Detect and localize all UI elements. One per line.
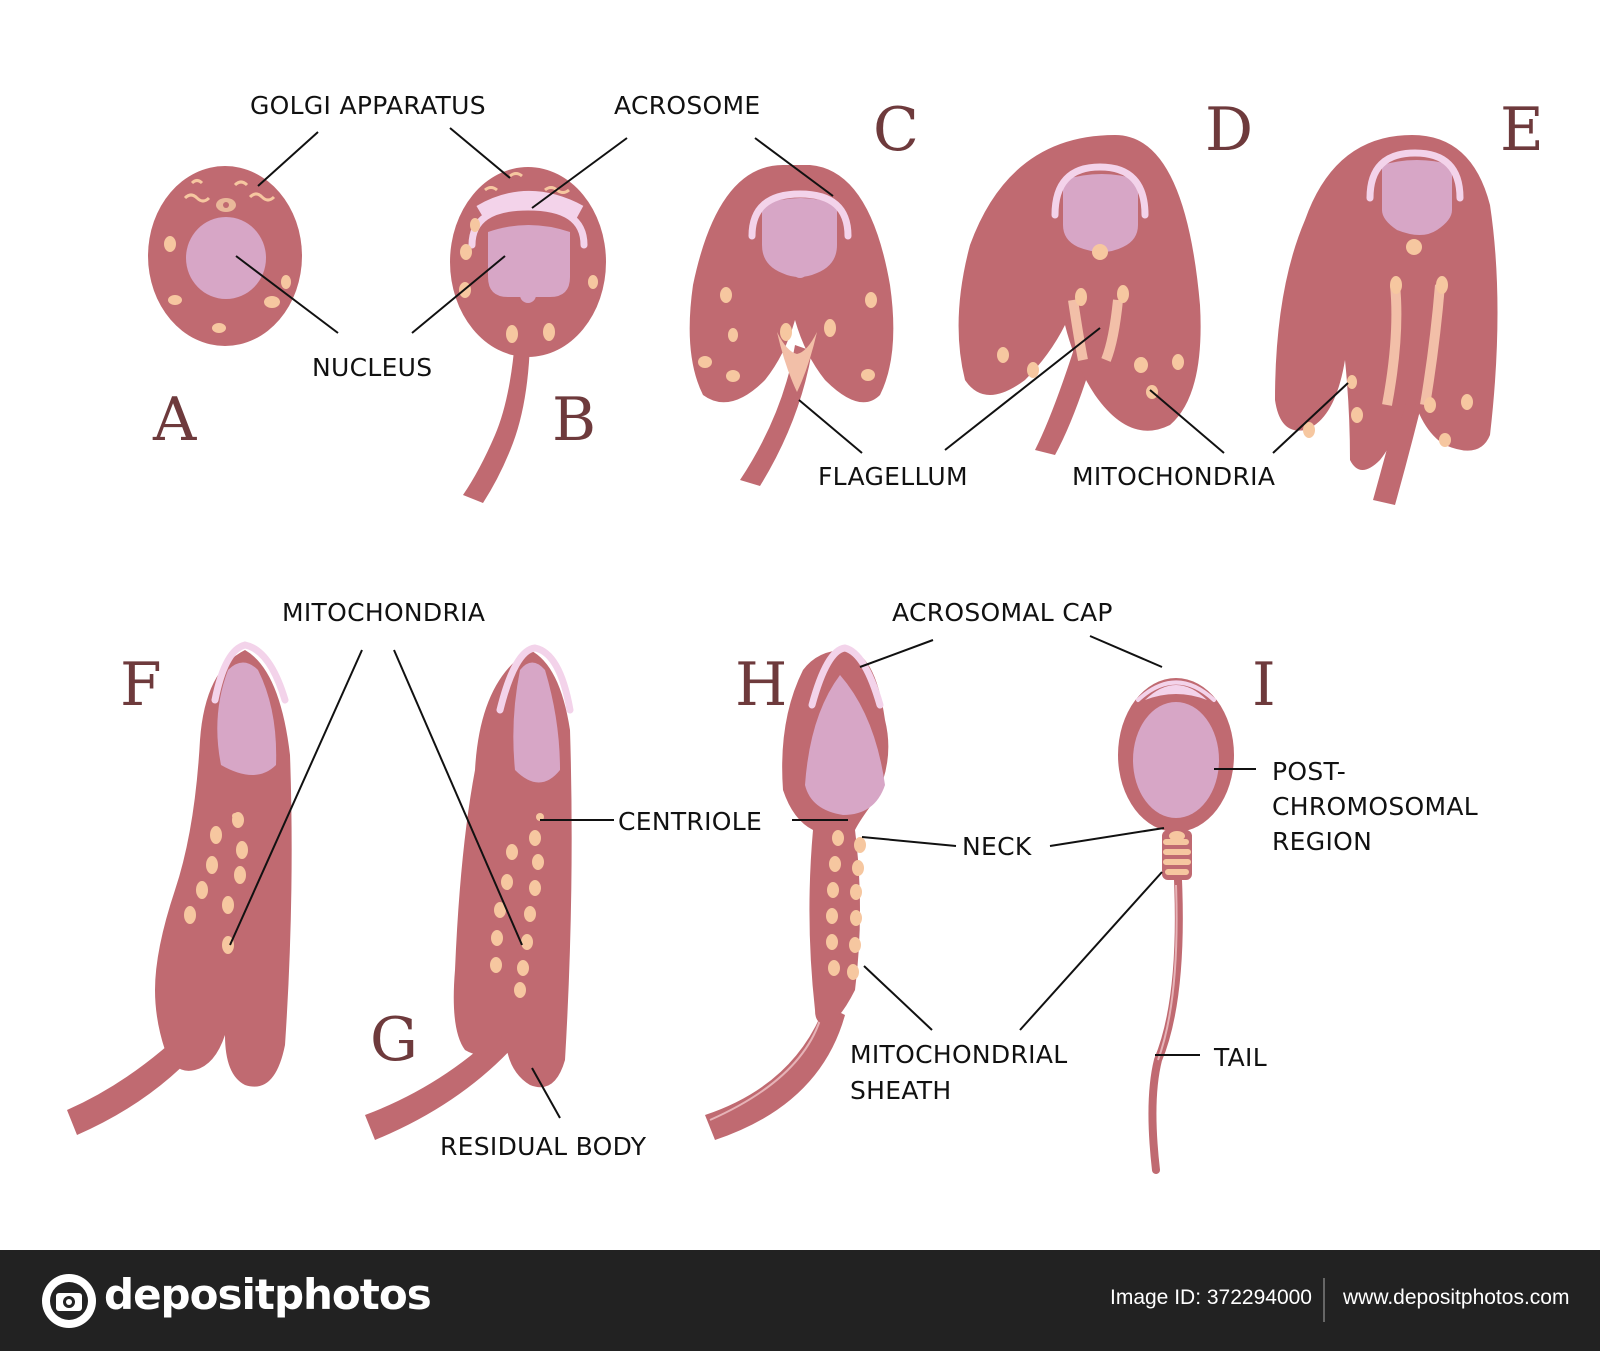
label-mitochondrial-sheath-1: MITOCHONDRIAL xyxy=(850,1040,1067,1069)
stage-i-cell xyxy=(1118,678,1234,1174)
spermiogenesis-diagram: A B C D E F G H I GOLGI APPARATUS ACROSO… xyxy=(67,91,1544,1174)
stage-letter-i: I xyxy=(1252,650,1276,720)
diagram-canvas: A B C D E F G H I GOLGI APPARATUS ACROSO… xyxy=(67,91,1544,1174)
label-nucleus: NUCLEUS xyxy=(312,353,432,382)
label-flagellum: FLAGELLUM xyxy=(818,462,968,491)
label-mitochondria-top: MITOCHONDRIA xyxy=(1072,462,1275,491)
label-residual-body: RESIDUAL BODY xyxy=(440,1132,647,1161)
label-mitochondria-bottom: MITOCHONDRIA xyxy=(282,598,485,627)
stage-g-cell xyxy=(365,644,574,1140)
label-mitochondrial-sheath-2: SHEATH xyxy=(850,1076,952,1105)
stage-d-cell xyxy=(958,135,1201,455)
stage-letter-f: F xyxy=(120,650,162,720)
stage-letter-e: E xyxy=(1500,95,1544,165)
label-acrosomal-cap: ACROSOMAL CAP xyxy=(892,598,1113,627)
stage-e-cell xyxy=(1275,135,1498,505)
leader-lines xyxy=(229,127,1349,1119)
footer-bar: depositphotos Image ID: 372294000 www.de… xyxy=(0,1250,1600,1351)
stage-letter-b: B xyxy=(552,385,596,455)
label-golgi-apparatus: GOLGI APPARATUS xyxy=(250,91,486,120)
stage-letter-h: H xyxy=(735,650,787,720)
footer-divider xyxy=(1323,1278,1325,1322)
label-acrosome: ACROSOME xyxy=(614,91,760,120)
camera-icon xyxy=(42,1274,96,1328)
label-centriole: CENTRIOLE xyxy=(618,807,762,836)
label-neck: NECK xyxy=(962,832,1032,861)
stage-letter-c: C xyxy=(873,95,919,165)
stage-h-cell xyxy=(705,644,889,1140)
stage-letter-g: G xyxy=(370,1005,418,1075)
stage-letter-a: A xyxy=(152,385,197,455)
label-tail: TAIL xyxy=(1213,1043,1267,1072)
stage-letter-d: D xyxy=(1205,95,1253,165)
stage-a-cell xyxy=(148,166,302,346)
site-url[interactable]: www.depositphotos.com xyxy=(1343,1286,1570,1309)
stage-c-cell xyxy=(689,165,894,486)
brand-name: depositphotos xyxy=(104,1270,432,1319)
image-id: Image ID: 372294000 xyxy=(1110,1286,1312,1309)
label-post-chromosomal-1: POST- xyxy=(1272,757,1346,786)
label-post-chromosomal-3: REGION xyxy=(1272,827,1372,856)
label-post-chromosomal-2: CHROMOSOMAL xyxy=(1272,792,1478,821)
stage-f-cell xyxy=(67,641,292,1135)
